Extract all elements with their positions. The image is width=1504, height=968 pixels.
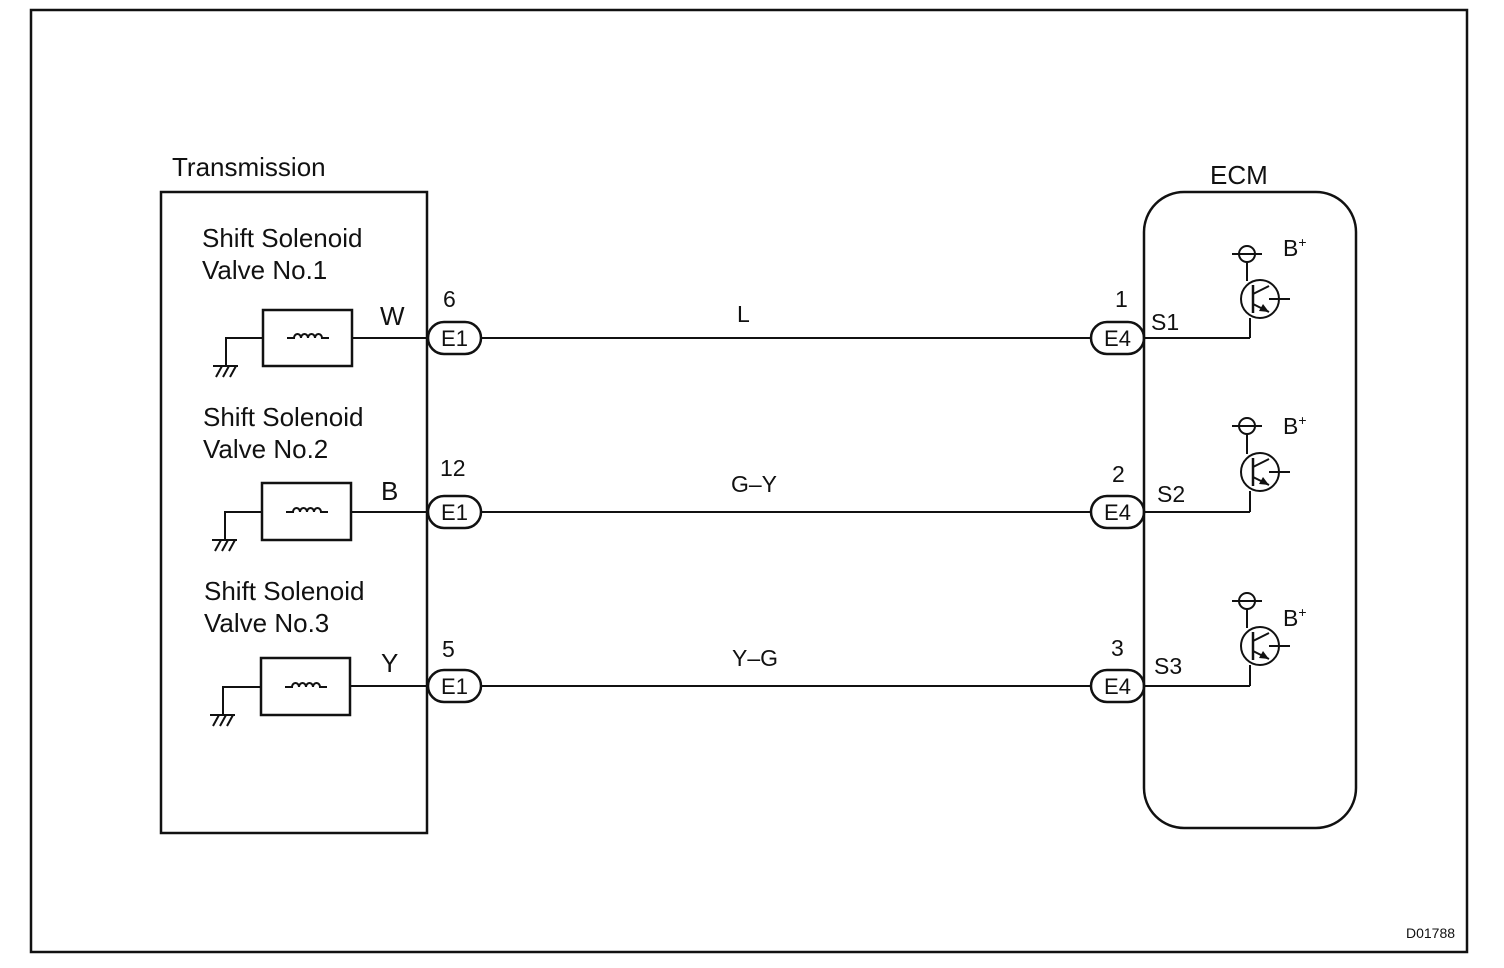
e1-pin-label: 6 <box>443 286 456 312</box>
ecm-title: ECM <box>1210 160 1268 190</box>
connector-e4-label: E4 <box>1104 500 1131 525</box>
transistor-icon <box>1240 262 1290 338</box>
transistor-icon <box>1240 434 1290 512</box>
supply-terminal-icon <box>1232 417 1262 435</box>
solenoid-3-name-line2: Valve No.3 <box>204 608 329 638</box>
solenoid-2-wire-color: B <box>381 476 398 506</box>
ground-icon <box>212 511 262 552</box>
wire-color-label: L <box>737 301 750 327</box>
circuit-row-2: Shift Solenoid Valve No.2 B 12 E1 G–Y 2 … <box>203 402 1307 552</box>
connector-e4-label: E4 <box>1104 326 1131 351</box>
solenoid-1-name-line2: Valve No.1 <box>202 255 327 285</box>
wire-color-label: G–Y <box>731 471 777 497</box>
transmission-title: Transmission <box>172 152 326 182</box>
supply-terminal-icon <box>1232 592 1262 610</box>
e1-pin-label: 12 <box>440 455 466 481</box>
e4-pin-label: 2 <box>1112 461 1125 487</box>
solenoid-2-name-line1: Shift Solenoid <box>203 402 363 432</box>
ecm-signal-label: S2 <box>1157 481 1185 507</box>
solenoid-3-wire-color: Y <box>381 648 398 678</box>
ecm-signal-label: S1 <box>1151 309 1179 335</box>
connector-e1-label: E1 <box>441 500 468 525</box>
ecm-signal-label: S3 <box>1154 653 1182 679</box>
supply-terminal-icon <box>1232 245 1262 263</box>
circuit-row-1: Shift Solenoid Valve No.1 W 6 E1 L 1 E4 … <box>202 223 1307 378</box>
figure-code: D01788 <box>1406 925 1455 941</box>
solenoid-1-name-line1: Shift Solenoid <box>202 223 362 253</box>
wire-color-label: Y–G <box>732 645 778 671</box>
transistor-icon <box>1240 609 1290 686</box>
ecm-supply-label: B+ <box>1283 234 1307 261</box>
e1-pin-label: 5 <box>442 636 455 662</box>
e4-pin-label: 1 <box>1115 286 1128 312</box>
ecm-supply-label: B+ <box>1283 604 1307 631</box>
connector-e1-label: E1 <box>441 674 468 699</box>
connector-e4-label: E4 <box>1104 674 1131 699</box>
connector-e1-label: E1 <box>441 326 468 351</box>
circuit-row-3: Shift Solenoid Valve No.3 Y 5 E1 Y–G 3 E… <box>204 576 1307 727</box>
e4-pin-label: 3 <box>1111 635 1124 661</box>
solenoid-coil-icon <box>260 481 353 542</box>
ground-icon <box>213 337 263 378</box>
diagram-frame <box>29 8 1469 954</box>
solenoid-coil-icon <box>261 308 354 368</box>
solenoid-2-name-line2: Valve No.2 <box>203 434 328 464</box>
solenoid-coil-icon <box>259 656 352 717</box>
ecm-supply-label: B+ <box>1283 412 1307 439</box>
ground-icon <box>210 686 261 727</box>
solenoid-1-wire-color: W <box>380 301 405 331</box>
solenoid-3-name-line1: Shift Solenoid <box>204 576 364 606</box>
